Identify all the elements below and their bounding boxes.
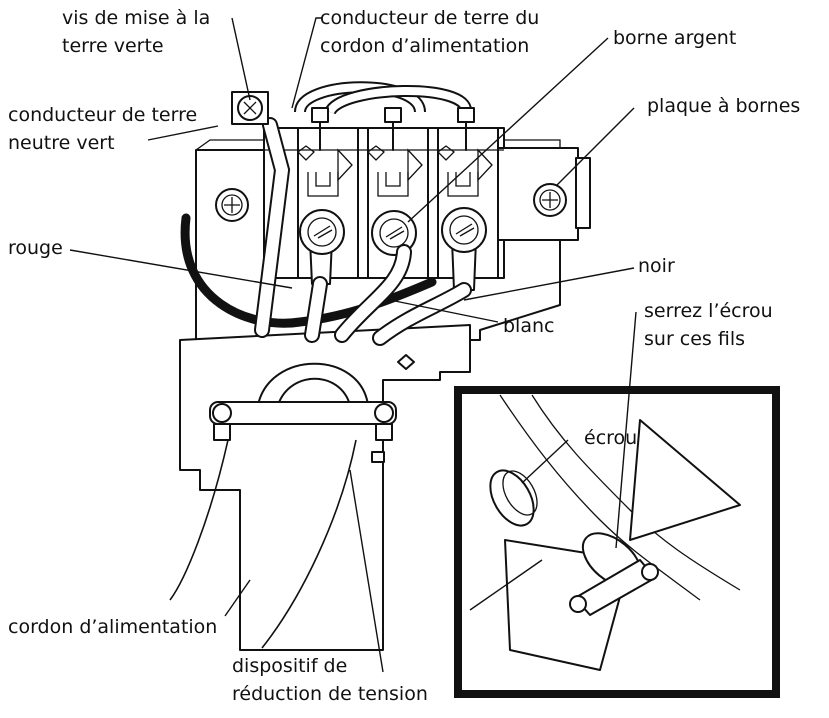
cover-slot [397,354,415,370]
label-strain-relief: dispositif de réduction de tension [232,655,428,705]
mounting-screw-left-icon [215,188,249,222]
terminal-screw-left-icon [299,209,345,285]
label-white: blanc [503,315,555,337]
label-green-neutral-ground: conducteur de terre neutre vert [8,104,198,154]
label-nut: écrou [584,427,638,449]
power-cord [169,439,357,649]
terminal-screw-center-icon [371,210,417,256]
leader-lines [69,17,637,673]
inset-detail [454,386,780,698]
top-jumper-wires [294,81,475,151]
terminal-screw-right-icon [441,207,487,291]
label-terminal-block: plaque à bornes [647,95,801,117]
green-neutral-ground-wire [180,213,437,328]
mounting-screw-right-icon [533,183,567,217]
label-silver-terminal: borne argent [613,27,737,49]
label-green-ground-screw: vis de mise à la terre verte [62,7,211,57]
label-red: rouge [8,237,63,259]
label-black: noir [638,255,675,277]
label-power-cord: cordon d’alimentation [8,616,218,638]
strain-relief-clamp [209,362,475,463]
label-tighten-nut: serrez l’écrou sur ces fils [644,300,773,350]
label-cord-ground-conductor: conducteur de terre du cordon d’alimenta… [320,7,540,57]
